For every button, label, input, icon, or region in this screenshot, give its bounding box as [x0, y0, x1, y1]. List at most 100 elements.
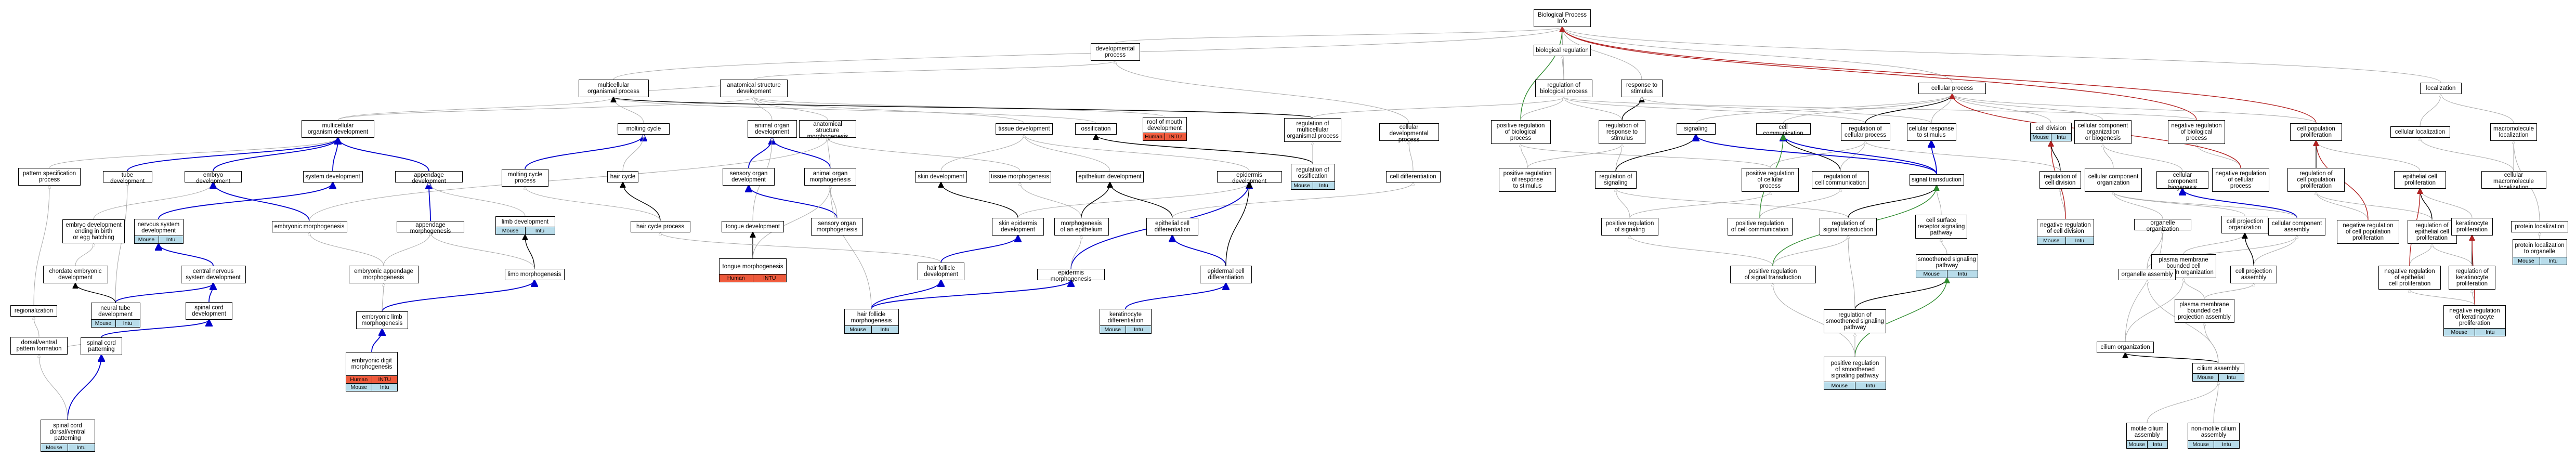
- go-term-cellp[interactable]: cellular process: [1918, 83, 1986, 94]
- go-term-cellproj[interactable]: cell projection organization: [2221, 216, 2268, 233]
- go-term-celldevp[interactable]: cellular developmental process: [1379, 123, 1439, 143]
- go-term-aomorph[interactable]: animal organ morphogenesis: [804, 168, 856, 186]
- go-term-moltp[interactable]: molting cycle process: [502, 169, 548, 187]
- go-term-posregsmooth[interactable]: positive regulation of smoothened signal…: [1824, 357, 1886, 390]
- go-term-kerprolif[interactable]: keratinocyte proliferation: [2451, 218, 2493, 236]
- go-term-loc[interactable]: localization: [2420, 83, 2462, 94]
- go-term-bp[interactable]: Biological Process Info: [1534, 9, 1591, 27]
- go-term-haircp[interactable]: hair cycle process: [630, 221, 690, 232]
- go-term-dev[interactable]: developmental process: [1090, 43, 1140, 61]
- go-term-molt[interactable]: molting cycle: [618, 123, 670, 135]
- species-badge[interactable]: Mouse: [2043, 238, 2060, 244]
- go-term-regcellpop[interactable]: regulation of cell population proliferat…: [2287, 168, 2345, 192]
- species-badge[interactable]: Mouse: [95, 320, 112, 327]
- go-term-ccasm[interactable]: cellular component assembly: [2268, 218, 2325, 236]
- go-term-epidermdev[interactable]: epidermis development: [1217, 171, 1282, 185]
- species-badge[interactable]: Mouse: [849, 327, 866, 333]
- go-term-resp[interactable]: response to stimulus: [1621, 80, 1663, 97]
- go-term-regsmooth[interactable]: regulation of smoothened signaling pathw…: [1824, 309, 1886, 333]
- go-term-ccorg[interactable]: cellular component organization: [2085, 168, 2142, 192]
- species-badge[interactable]: Mouse: [1104, 327, 1121, 333]
- go-term-sensmorph[interactable]: sensory organ morphogenesis: [811, 218, 863, 236]
- species-badge[interactable]: Mouse: [2128, 441, 2145, 448]
- go-term-orgorg[interactable]: organelle organization: [2134, 219, 2191, 232]
- go-term-epidev[interactable]: epithelium development: [1076, 171, 1144, 182]
- species-badge[interactable]: Human: [1145, 134, 1162, 140]
- go-term-negregepiprolif[interactable]: negative regulation of epithelial cell p…: [2378, 266, 2441, 290]
- go-term-ana[interactable]: anatomical structure development: [720, 80, 788, 97]
- go-term-appdev[interactable]: appendage development: [395, 171, 463, 185]
- species-badge[interactable]: Mouse: [1293, 182, 1310, 189]
- go-term-breg[interactable]: biological regulation: [1534, 45, 1591, 56]
- go-term-scdev[interactable]: spinal cord development: [186, 302, 232, 320]
- go-term-skindev[interactable]: skin development: [915, 171, 967, 182]
- go-term-negregcellpop[interactable]: negative regulation of cell population p…: [2337, 220, 2399, 244]
- gene-badge[interactable]: Intu: [2474, 329, 2506, 336]
- gene-badge[interactable]: Intu: [2539, 257, 2567, 265]
- go-term-pmbcpa[interactable]: plasma membrane bounded cell projection …: [2174, 299, 2234, 323]
- gene-badge[interactable]: Intu: [2050, 134, 2072, 141]
- gene-badge[interactable]: Intu: [2065, 237, 2094, 244]
- go-term-regcellp[interactable]: regulation of cellular process: [1840, 123, 1890, 141]
- go-term-macroloc[interactable]: macromolecule localization: [2490, 123, 2537, 141]
- go-term-protloc[interactable]: protein localization: [2511, 221, 2568, 232]
- go-term-regmop[interactable]: regulation of multicellular organismal p…: [1284, 118, 1341, 142]
- go-term-hairc[interactable]: hair cycle: [607, 171, 638, 182]
- go-term-limbmorph[interactable]: limb morphogenesis: [504, 269, 565, 280]
- go-term-aod[interactable]: animal organ development: [747, 120, 797, 138]
- go-term-cellprojasm[interactable]: cell projection assembly: [2230, 266, 2277, 283]
- go-term-cellcomm[interactable]: cell communication: [1756, 123, 1811, 137]
- go-term-chordevdev[interactable]: chordate embryonic development: [43, 266, 108, 283]
- go-term-dvpat[interactable]: dorsal/ventral pattern formation: [10, 337, 68, 355]
- go-term-emblimbmorph[interactable]: embryonic limb morphogenesis: [356, 311, 408, 329]
- gene-badge[interactable]: Intu: [1946, 270, 1978, 278]
- go-term-cnsdev[interactable]: central nervous system development: [180, 266, 246, 283]
- species-badge[interactable]: Mouse: [1923, 271, 1940, 277]
- go-term-regbp[interactable]: regulation of biological process: [1535, 80, 1592, 97]
- go-term-posregsig[interactable]: positive regulation of signaling: [1601, 218, 1658, 236]
- go-term-embmorph[interactable]: embryonic morphogenesis: [271, 221, 347, 232]
- gene-badge[interactable]: INTU: [752, 275, 787, 282]
- go-term-posregcellcomm[interactable]: positive regulation of cell communicatio…: [1727, 218, 1793, 236]
- species-badge[interactable]: Mouse: [138, 237, 155, 243]
- go-term-embappmorph[interactable]: embryonic appendage morphogenesis: [348, 266, 419, 283]
- go-term-tissmorph[interactable]: tissue morphogenesis: [989, 171, 1051, 182]
- go-term-epidcelldiff[interactable]: epidermal cell differentiation: [1200, 266, 1252, 283]
- gene-badge[interactable]: INTU: [1164, 133, 1186, 140]
- go-term-signaling[interactable]: signaling: [1676, 123, 1716, 135]
- go-term-tissue[interactable]: tissue development: [996, 123, 1053, 135]
- go-term-regsig[interactable]: regulation of signaling: [1595, 171, 1637, 189]
- go-term-regepiprolif[interactable]: regulation of epithelial cell proliferat…: [2407, 220, 2457, 244]
- go-term-negregkerprolif[interactable]: negative regulation of keratinocyte prol…: [2443, 305, 2506, 336]
- go-term-appmorph[interactable]: appendage morphogenesis: [397, 221, 464, 234]
- go-term-posregsigtrans[interactable]: positive regulation of signal transducti…: [1730, 266, 1816, 283]
- go-term-asm[interactable]: anatomical structure morphogenesis: [799, 120, 856, 140]
- go-term-scpat[interactable]: spinal cord patterning: [81, 337, 122, 355]
- gene-badge[interactable]: Intu: [871, 326, 898, 333]
- go-term-macrocellloc[interactable]: cellular macromolecule localization: [2481, 171, 2546, 191]
- go-term-epidmorph[interactable]: epidermis morphogenesis: [1037, 269, 1105, 282]
- gene-badge[interactable]: Intu: [2213, 441, 2240, 448]
- go-term-morphepi[interactable]: morphogenesis of an epithelium: [1054, 218, 1109, 236]
- go-term-regresp[interactable]: regulation of response to stimulus: [1599, 120, 1645, 144]
- go-term-cellpop[interactable]: cell population proliferation: [2290, 123, 2342, 141]
- species-badge[interactable]: Mouse: [2192, 441, 2209, 448]
- go-term-sysdev[interactable]: system development: [303, 171, 363, 182]
- go-term-posregcellp[interactable]: positive regulation of cellular process: [1742, 168, 1799, 192]
- go-term-sensdev[interactable]: sensory organ development: [723, 168, 775, 186]
- go-term-mod[interactable]: multicellular organism development: [302, 120, 374, 138]
- go-term-orgasm[interactable]: organelle assembly: [2119, 269, 2176, 280]
